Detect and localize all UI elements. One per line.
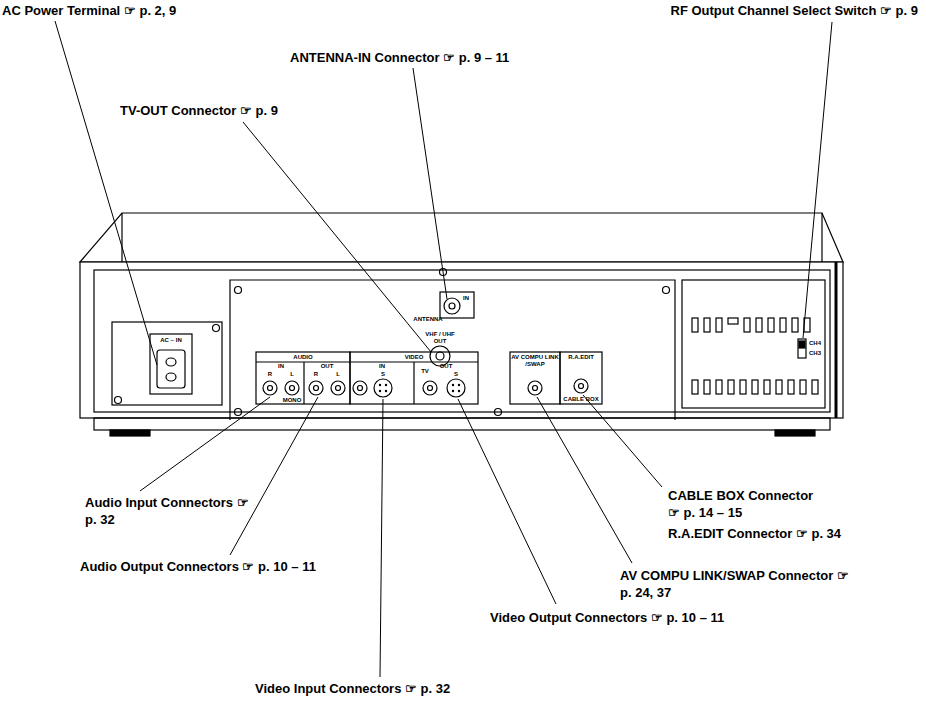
callout-label: AC Power Terminal ☞ p. 2, 9 <box>2 3 176 20</box>
panel-marking: IN <box>379 363 385 370</box>
panel-marking: IN <box>278 363 284 370</box>
panel-marking: S <box>381 371 385 378</box>
panel-marking: AC ~ IN <box>160 337 182 344</box>
callout-label: Audio Output Connectors ☞ p. 10 – 11 <box>80 559 316 576</box>
panel-marking: TV <box>421 368 429 375</box>
panel-marking: AUDIO <box>293 354 312 361</box>
panel-marking: CH4 <box>809 340 821 347</box>
callout-label: ANTENNA-IN Connector ☞ p. 9 – 11 <box>290 50 509 67</box>
panel-marking: ANTENNA <box>413 316 442 323</box>
panel-marking: AV COMPU LINK /SWAP <box>511 354 559 368</box>
panel-marking: OUT <box>434 338 447 345</box>
panel-marking: CABLE BOX <box>563 396 598 403</box>
panel-marking: OUT <box>440 363 453 370</box>
callout-label: Audio Input Connectors ☞ p. 32 <box>85 495 250 529</box>
callout-label: Video Input Connectors ☞ p. 32 <box>255 681 450 698</box>
panel-marking: R.A.EDIT <box>568 354 594 361</box>
panel-marking: IN <box>463 295 469 302</box>
callout-label: RF Output Channel Select Switch ☞ p. 9 <box>671 3 918 20</box>
callout-label: Video Output Connectors ☞ p. 10 – 11 <box>490 610 724 627</box>
panel-marking: S <box>454 371 458 378</box>
panel-marking: R <box>268 371 272 378</box>
callout-label: TV-OUT Connector ☞ p. 9 <box>120 103 278 120</box>
panel-marking: VHF / UHF <box>425 331 454 338</box>
callout-label: CABLE BOX Connector ☞ p. 14 – 15 <box>668 488 820 522</box>
panel-marking: VIDEO <box>405 354 424 361</box>
callout-label: R.A.EDIT Connector ☞ p. 34 <box>668 526 841 543</box>
panel-marking: MONO <box>283 397 302 404</box>
callout-label: AV COMPU LINK/SWAP Connector ☞ p. 24, 37 <box>620 568 860 602</box>
panel-marking: L <box>290 371 294 378</box>
panel-marking: L <box>336 371 340 378</box>
panel-marking: R <box>314 371 318 378</box>
panel-marking: CH3 <box>809 350 821 357</box>
panel-marking: OUT <box>321 363 334 370</box>
